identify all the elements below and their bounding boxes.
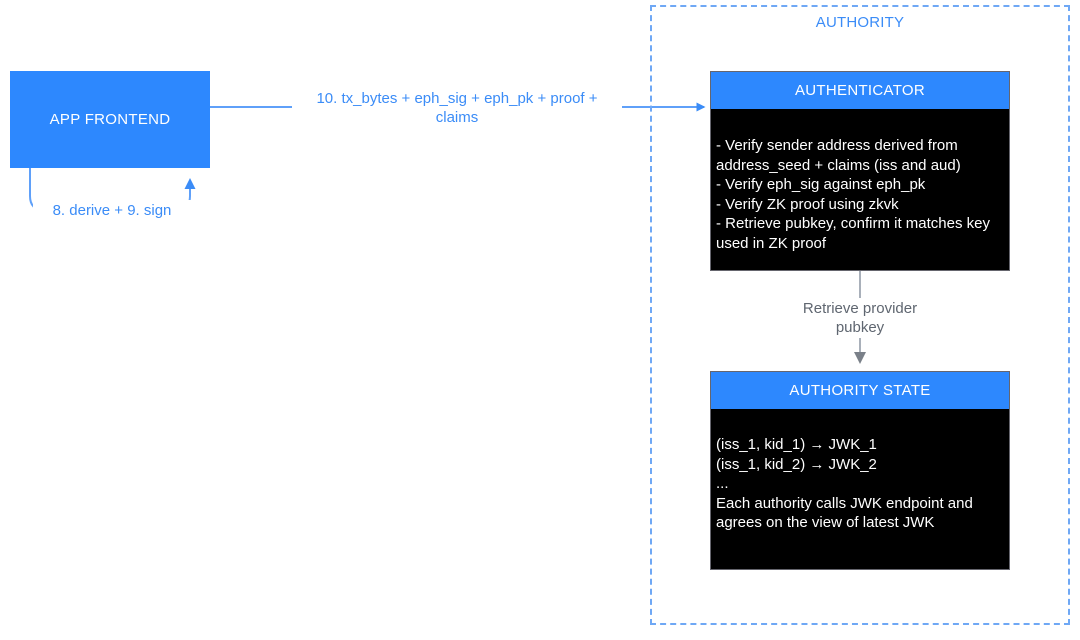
authority-state-header: AUTHORITY STATE	[710, 371, 1010, 409]
authority-state-body-text: (iss_1, kid_1) → JWK_1 (iss_1, kid_2) → …	[716, 436, 973, 531]
authenticator-header: AUTHENTICATOR	[710, 71, 1010, 109]
authenticator-card[interactable]: AUTHENTICATOR - Verify sender address de…	[710, 71, 1010, 271]
authenticator-body-text: - Verify sender address derived from add…	[716, 137, 990, 252]
authenticator-body: - Verify sender address derived from add…	[710, 109, 1010, 271]
authority-group-title: AUTHORITY	[815, 14, 905, 31]
app-frontend-label: APP FRONTEND	[49, 111, 171, 128]
authority-group-container	[650, 5, 1070, 625]
edge-label-retrieve-provider-pubkey: Retrieve provider pubkey	[780, 298, 940, 338]
edge-label-derive-sign: 8. derive + 9. sign	[33, 200, 191, 221]
authority-state-body: (iss_1, kid_1) → JWK_1 (iss_1, kid_2) → …	[710, 409, 1010, 570]
edge-label-tx-bytes: 10. tx_bytes + eph_sig + eph_pk + proof …	[292, 88, 622, 128]
authority-state-card[interactable]: AUTHORITY STATE (iss_1, kid_1) → JWK_1 (…	[710, 371, 1010, 570]
app-frontend-box[interactable]: APP FRONTEND	[10, 71, 210, 168]
